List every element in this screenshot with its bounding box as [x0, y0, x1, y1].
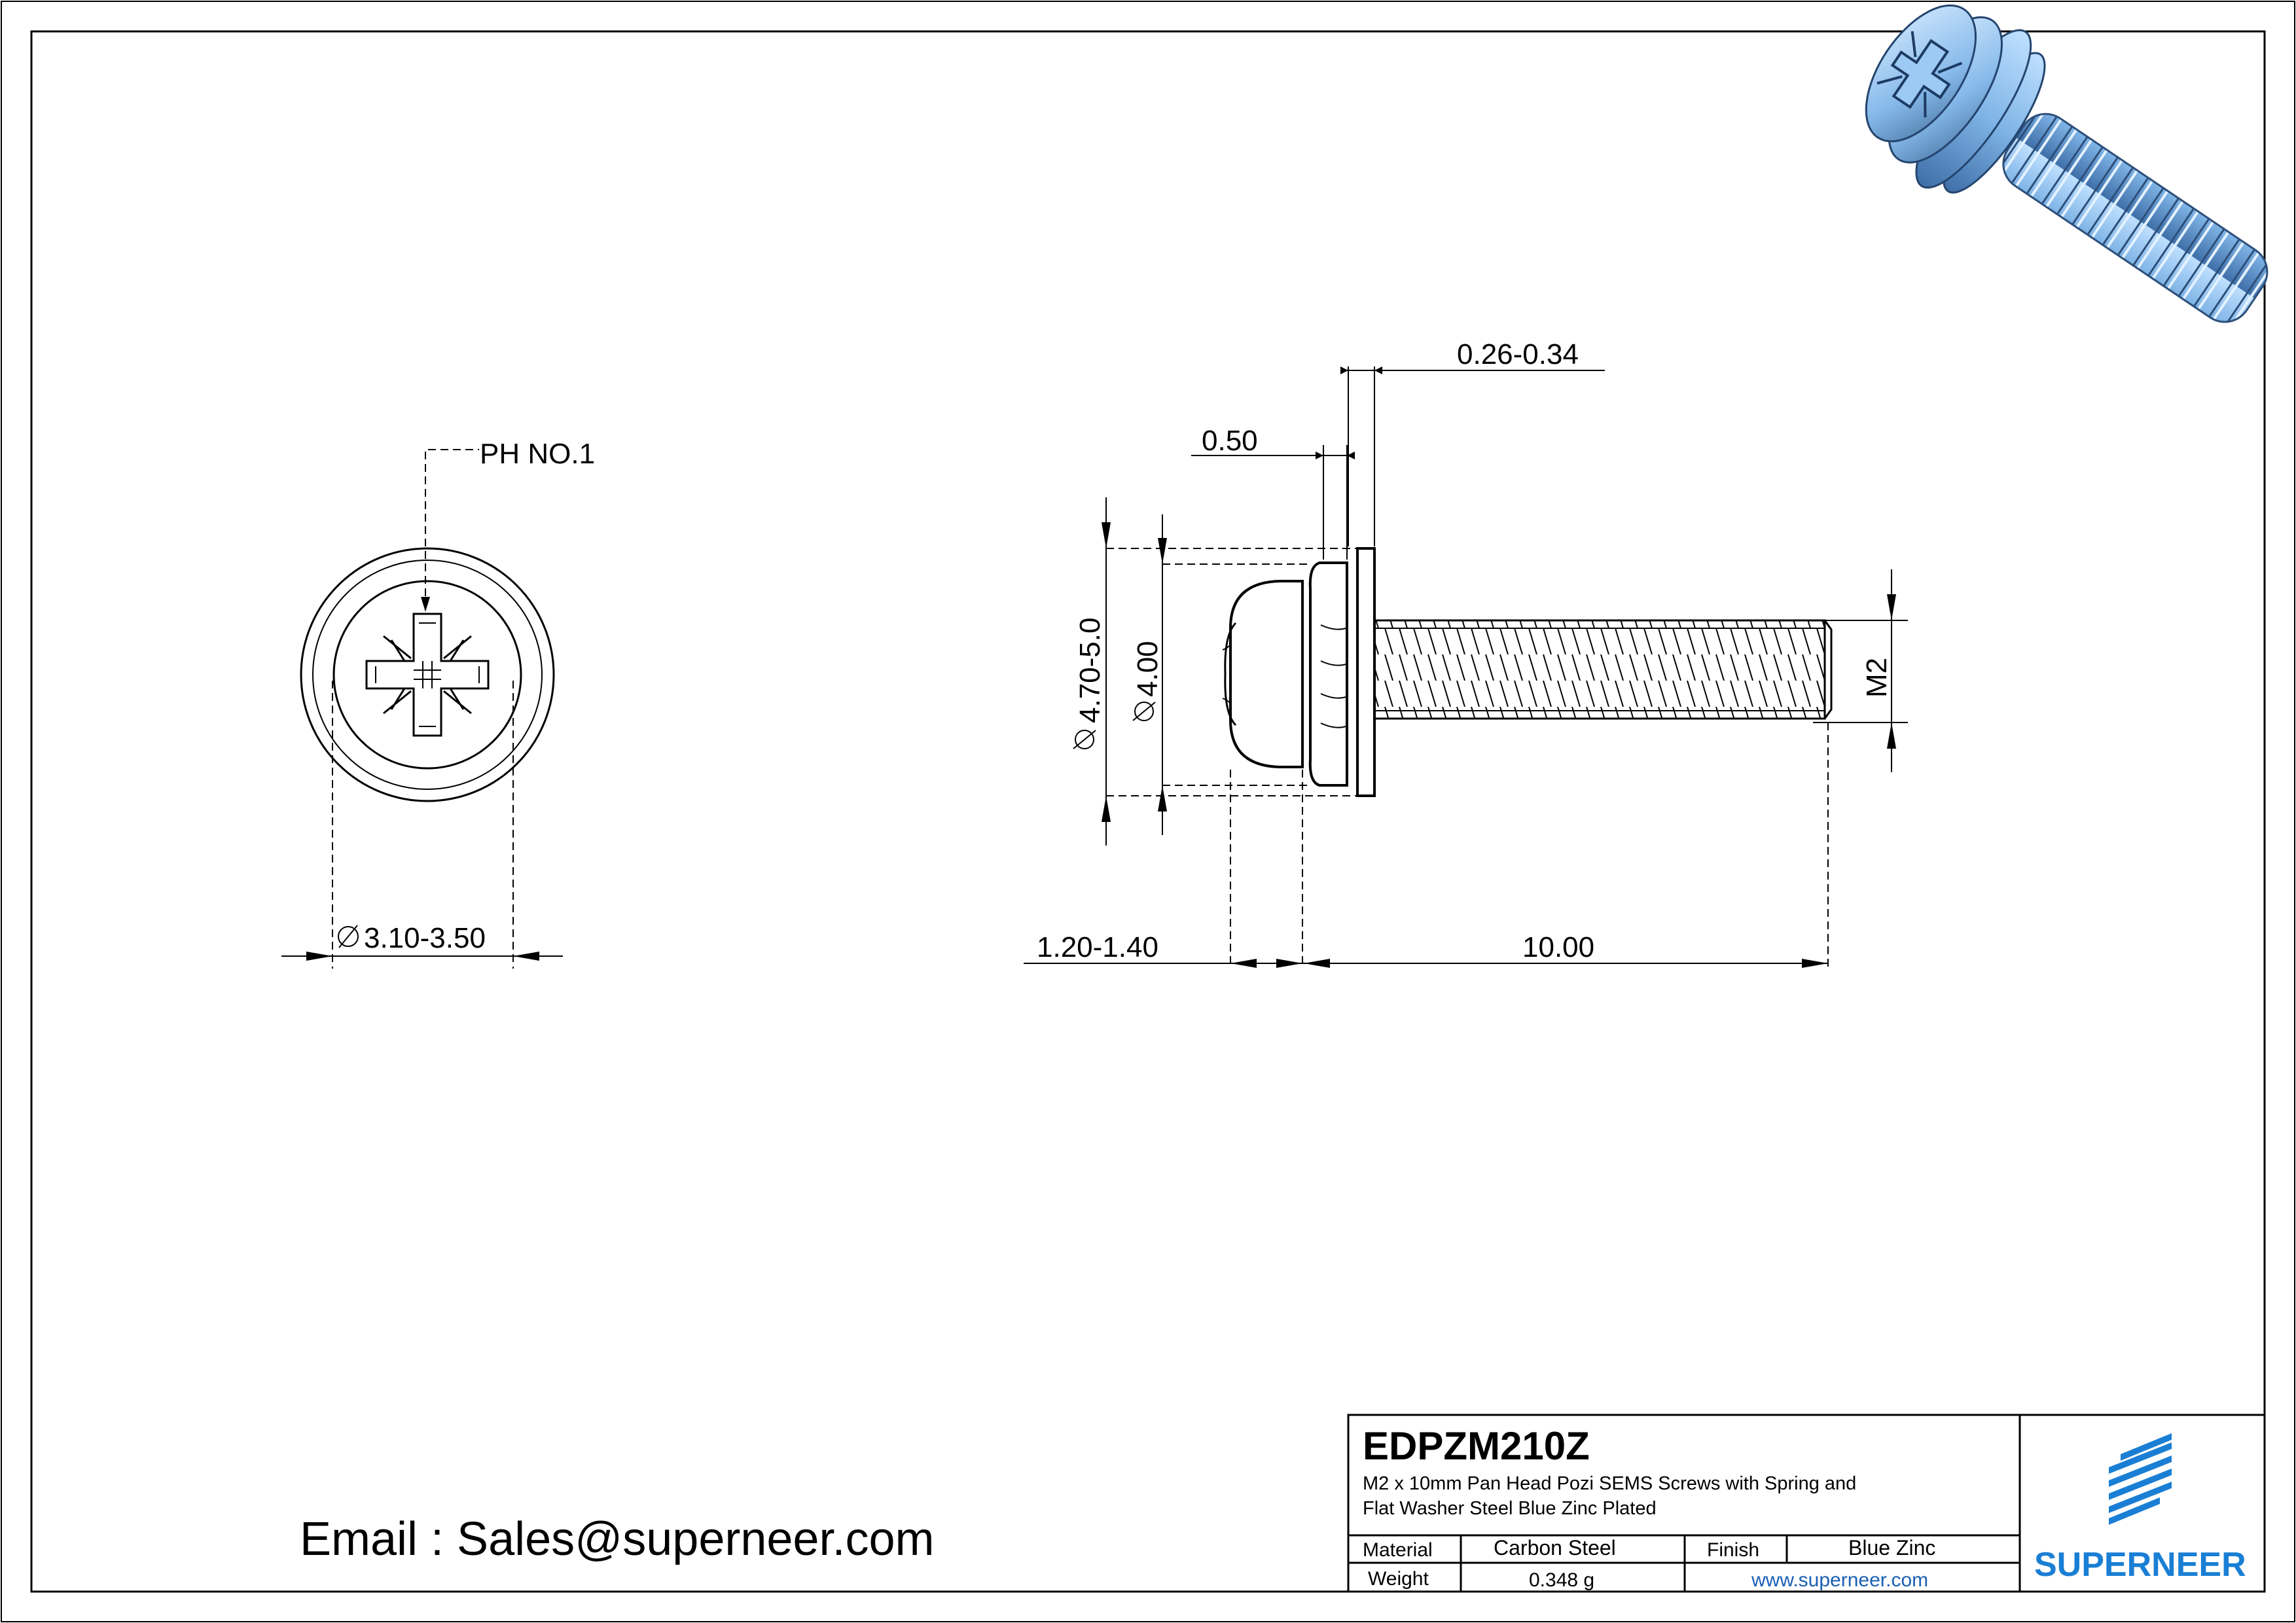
- washer-thickness-dimension: [1340, 366, 1605, 546]
- finish-label: Finish: [1707, 1539, 1759, 1561]
- weight-value: 0.348 g: [1529, 1569, 1594, 1591]
- drive-label: PH NO.1: [480, 438, 595, 470]
- material-value: Carbon Steel: [1494, 1536, 1616, 1560]
- inner-border: [30, 30, 2266, 1593]
- spring-thickness-value: 0.50: [1202, 425, 1258, 457]
- thread-value: M2: [1861, 658, 1893, 698]
- head-height-value: 1.20-1.40: [1037, 931, 1158, 963]
- washer-dia-value: 4.70-5.0: [1074, 618, 1106, 723]
- head-dia-value: 4.00: [1132, 641, 1164, 697]
- length-dimensions: [1024, 722, 1829, 969]
- screw-side-view: [1222, 547, 1833, 797]
- contact-email[interactable]: Email : Sales@superneer.com: [300, 1513, 935, 1565]
- description-line1: M2 x 10mm Pan Head Pozi SEMS Screws with…: [1363, 1473, 1856, 1494]
- website-link[interactable]: www.superneer.com: [1751, 1569, 1928, 1591]
- weight-label: Weight: [1368, 1568, 1429, 1590]
- brand-name: SUPERNEER: [2034, 1546, 2246, 1584]
- spring-thickness-dimension: [1191, 445, 1355, 560]
- pozi-star-ticks: [383, 635, 472, 715]
- drive-dia-dimension: [281, 681, 563, 969]
- pozi-recess: [365, 613, 490, 737]
- title-block: [1347, 1414, 2266, 1593]
- head-front-view: [300, 449, 555, 802]
- flat-washer: [1356, 547, 1376, 797]
- length-value: 10.00: [1522, 931, 1594, 963]
- thread-dimension: [1813, 569, 1908, 772]
- washer-thickness-value: 0.26-0.34: [1457, 338, 1579, 370]
- material-label: Material: [1363, 1539, 1433, 1561]
- pan-head: [1229, 580, 1304, 768]
- washer-dia-dimension: [1073, 497, 1357, 846]
- superneer-logo-icon: [2109, 1433, 2172, 1525]
- finish-value: Blue Zinc: [1848, 1536, 1935, 1560]
- part-number: EDPZM210Z: [1363, 1424, 1590, 1468]
- drive-dia-value: 3.10-3.50: [364, 922, 486, 954]
- ph-leader: [425, 449, 479, 609]
- screw-3d-render: [1865, 4, 2269, 323]
- threaded-shank: [1373, 619, 1826, 720]
- spring-washer: [1308, 562, 1348, 787]
- head-dia-dimension: [1132, 514, 1310, 835]
- description-line2: Flat Washer Steel Blue Zinc Plated: [1363, 1498, 1657, 1519]
